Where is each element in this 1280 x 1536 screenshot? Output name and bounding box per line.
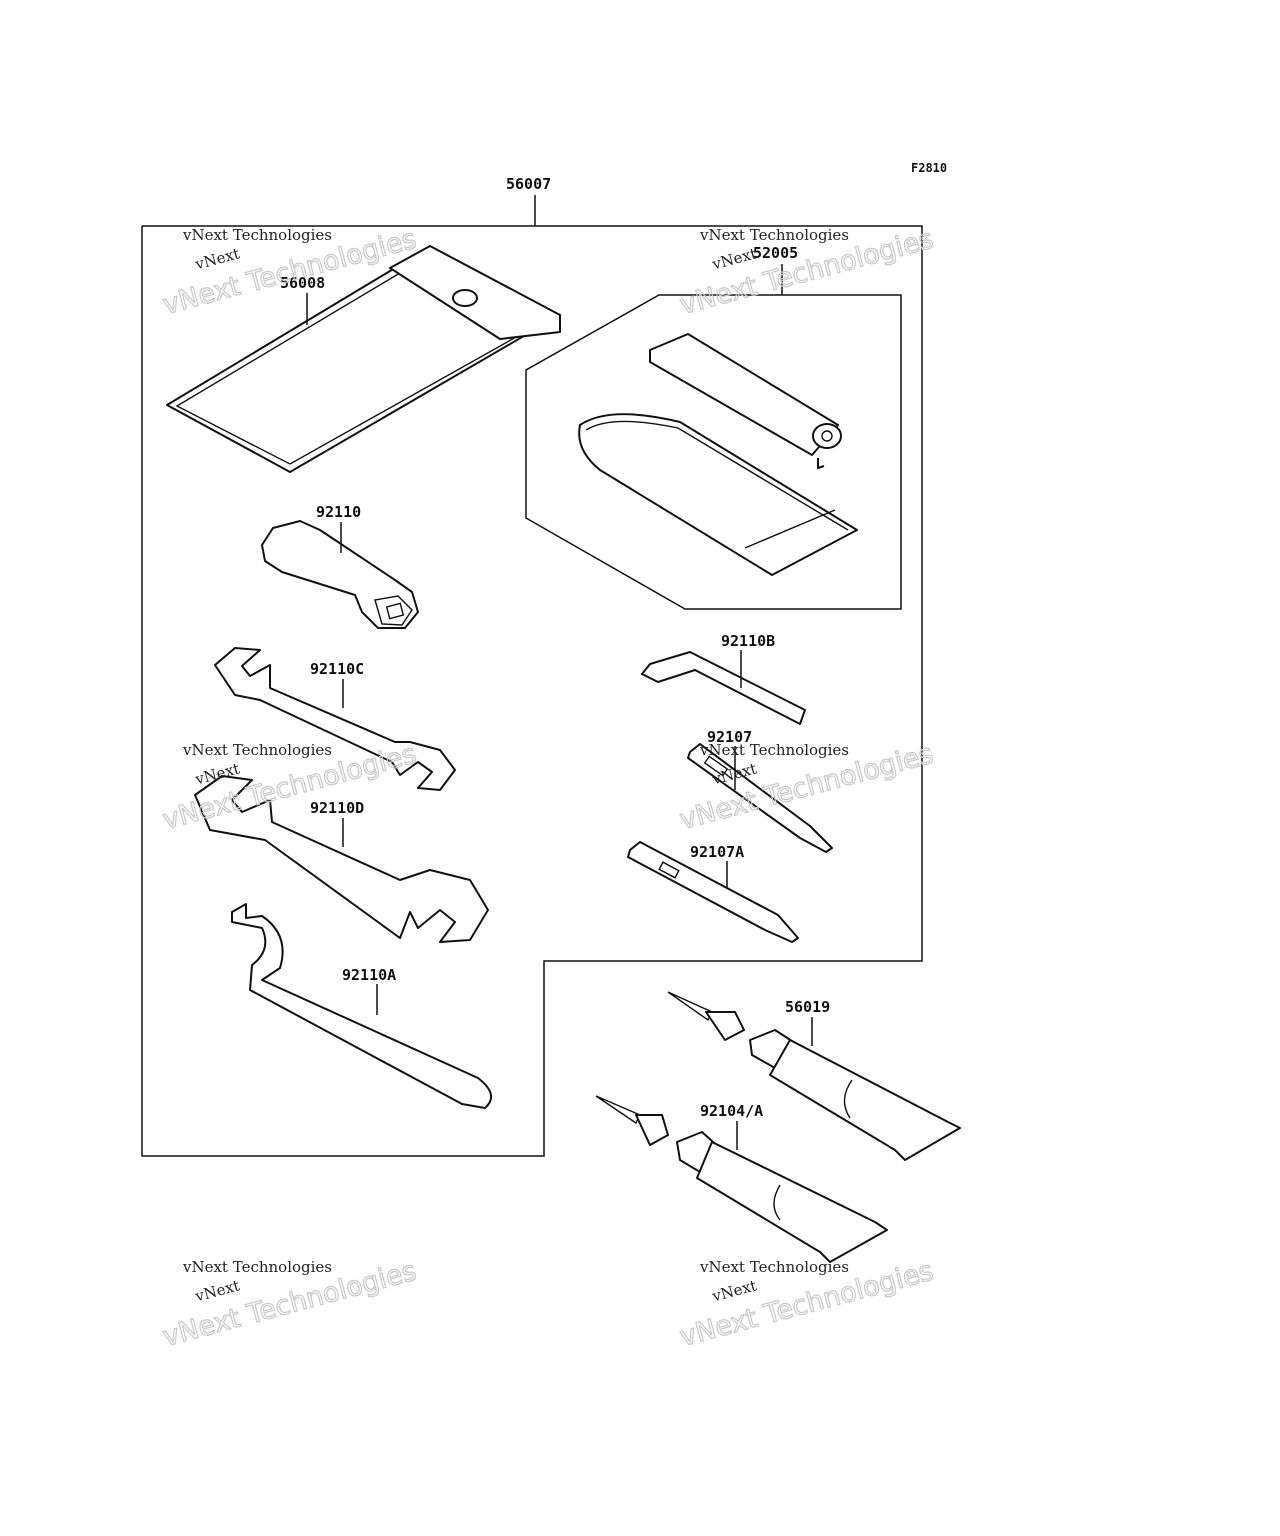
svg-text:vNext: vNext: [709, 244, 758, 273]
pump-set-number-label: 52005: [753, 244, 798, 262]
watermark-middle-right: vNext Technologies vNext vNext Technolog…: [676, 738, 937, 837]
plug-wrench: [261, 520, 419, 629]
watermark-top-right: vNext Technologies vNext vNext Technolog…: [676, 223, 937, 322]
pump-set: [578, 333, 858, 576]
tube-1: [667, 991, 961, 1161]
screwdriver-a-number-label: 92107A: [690, 843, 744, 861]
kit-number-label: 56007: [506, 175, 551, 193]
figure-code: F2810: [911, 161, 947, 175]
hex-key: [641, 651, 806, 725]
svg-text:vNext Technologies: vNext Technologies: [699, 1258, 849, 1276]
wrench-c-number-label: 92110C: [310, 660, 364, 678]
hook-wrench-number-label: 92110A: [342, 966, 396, 984]
wrench-d: [194, 775, 489, 943]
screwdriver-a: [627, 841, 799, 943]
svg-text:vNext Technologies: vNext Technologies: [182, 741, 332, 759]
wrench-c: [214, 647, 456, 791]
screwdriver: [687, 743, 833, 853]
tube-2-number-label: 92104/A: [700, 1102, 763, 1120]
svg-text:vNext: vNext: [192, 1276, 241, 1305]
svg-text:vNext Technologies: vNext Technologies: [699, 741, 849, 759]
svg-text:vNext: vNext: [709, 1276, 758, 1305]
screwdriver-number-label: 92107: [707, 728, 752, 746]
case-number-label: 56008: [280, 274, 325, 292]
watermark-bottom-right: vNext Technologies vNext vNext Technolog…: [676, 1255, 937, 1354]
watermark-middle-left: vNext Technologies vNext vNext Technolog…: [159, 738, 420, 837]
tube-1-number-label: 56019: [785, 998, 830, 1016]
watermark-bottom-left: vNext Technologies vNext vNext Technolog…: [159, 1255, 420, 1354]
wrench-d-number-label: 92110D: [310, 799, 364, 817]
hook-wrench: [231, 903, 493, 1109]
svg-text:vNext Technologies: vNext Technologies: [182, 226, 332, 244]
kit-frame: [141, 225, 923, 1157]
hex-key-number-label: 92110B: [721, 632, 775, 650]
tube-2: [595, 1095, 888, 1263]
tool-case: [166, 245, 561, 473]
plug-wrench-number-label: 92110: [316, 503, 361, 521]
svg-text:vNext Technologies: vNext Technologies: [182, 1258, 332, 1276]
pump-set-frame: [525, 294, 902, 610]
svg-text:vNext Technologies: vNext Technologies: [699, 226, 849, 244]
svg-text:vNext: vNext: [192, 244, 241, 273]
